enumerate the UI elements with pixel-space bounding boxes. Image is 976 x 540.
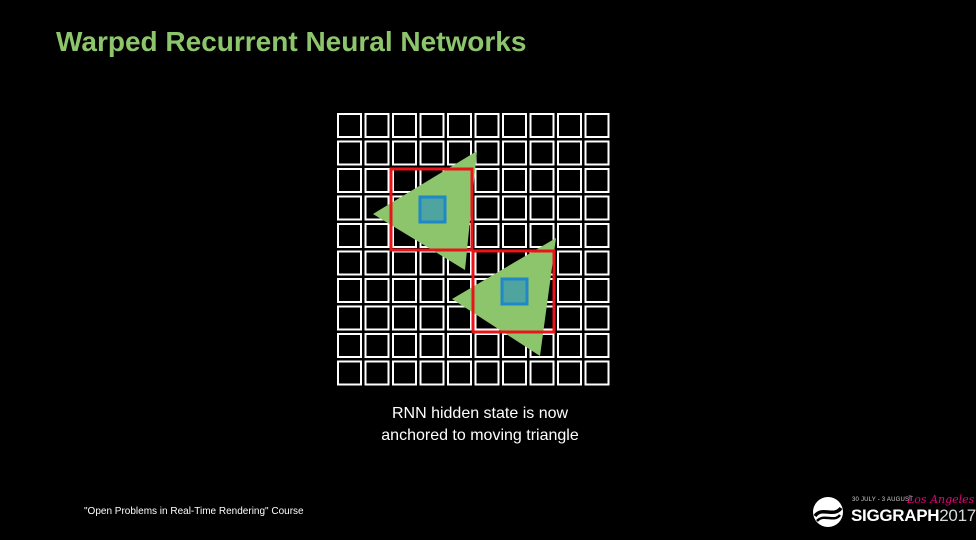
grid-cell — [364, 278, 390, 303]
grid-cell — [557, 278, 582, 303]
grid-cell — [419, 250, 445, 276]
grid-cell — [557, 168, 582, 193]
grid-cell — [364, 113, 390, 138]
grid-cell — [474, 333, 500, 358]
grid-cell — [584, 168, 610, 193]
caption-line-1: RNN hidden state is now — [391, 405, 569, 422]
grid-cell — [392, 305, 417, 331]
grid-cell — [337, 223, 362, 248]
grid-cell — [557, 195, 582, 221]
grid-cell — [584, 140, 610, 166]
grid-cell — [584, 333, 610, 358]
grid-cell — [529, 195, 555, 221]
grid-cell — [584, 113, 610, 138]
grid-cell — [337, 250, 362, 276]
grid-cell — [584, 278, 610, 303]
grid-cell — [584, 195, 610, 221]
grid-cell — [584, 223, 610, 248]
grid-cell — [474, 223, 500, 248]
diagram-caption: RNN hidden state is now anchored to movi… — [330, 403, 630, 447]
grid-cell — [447, 305, 472, 331]
logo-brand: SIGGRAPH — [851, 506, 940, 525]
logo-city: Los Angeles — [907, 493, 975, 506]
grid-cell — [364, 360, 390, 386]
grid-cell — [392, 168, 417, 193]
grid-cell — [529, 168, 555, 193]
grid-cell — [392, 360, 417, 386]
grid-cell — [557, 223, 582, 248]
grid-cell — [529, 360, 555, 386]
grid-cell — [557, 305, 582, 331]
grid-cell — [364, 250, 390, 276]
grid-cell — [419, 140, 445, 166]
grid-cell — [419, 278, 445, 303]
grid-cell — [419, 333, 445, 358]
grid-cell — [502, 360, 527, 386]
grid-cell — [392, 113, 417, 138]
blue-box-upper — [418, 195, 447, 224]
grid-cell — [337, 305, 362, 331]
logo-wordmark: SIGGRAPH2017 — [851, 506, 976, 526]
grid-cell — [337, 168, 362, 193]
grid-cell — [364, 333, 390, 358]
grid-cell — [557, 140, 582, 166]
grid-cell — [447, 113, 472, 138]
grid-cell — [392, 278, 417, 303]
grid-cell — [337, 140, 362, 166]
grid-cell — [392, 333, 417, 358]
grid-cell — [584, 360, 610, 386]
grid-cell — [474, 195, 500, 221]
logo-dates: 30 JULY - 3 AUGUST — [852, 497, 914, 503]
grid-cell — [474, 168, 500, 193]
slide-title: Warped Recurrent Neural Networks — [56, 26, 527, 57]
grid-cell — [474, 113, 500, 138]
grid-cell — [337, 113, 362, 138]
grid-cell — [502, 140, 527, 166]
grid-cell — [529, 113, 555, 138]
grid-cell — [529, 140, 555, 166]
logo-year: 2017 — [939, 506, 976, 525]
grid-cell — [419, 305, 445, 331]
grid-cell — [337, 278, 362, 303]
grid-cell — [364, 168, 390, 193]
grid-cell — [502, 223, 527, 248]
caption-line-2: anchored to moving triangle — [381, 427, 579, 444]
grid-cell — [364, 223, 390, 248]
grid-cell — [364, 140, 390, 166]
grid-cell — [474, 360, 500, 386]
grid-cell — [447, 360, 472, 386]
grid-cell — [502, 113, 527, 138]
grid-cell — [557, 113, 582, 138]
grid-cell — [557, 360, 582, 386]
grid-cell — [419, 360, 445, 386]
grid-cell — [584, 250, 610, 276]
grid-cell — [557, 250, 582, 276]
blue-box-lower — [500, 277, 529, 306]
course-footer: "Open Problems in Real-Time Rendering" C… — [84, 506, 304, 517]
red-box-upper — [389, 167, 474, 252]
siggraph-logo-icon — [813, 497, 843, 527]
grid-cell — [337, 360, 362, 386]
red-box-lower — [471, 249, 556, 334]
grid-cell — [392, 250, 417, 276]
grid-cell — [364, 305, 390, 331]
grid-cell — [419, 113, 445, 138]
grid-cell — [447, 333, 472, 358]
grid-cell — [392, 140, 417, 166]
grid-cell — [502, 168, 527, 193]
grid-cell — [337, 195, 362, 221]
siggraph-logo: 30 JULY - 3 AUGUST Los Angeles SIGGRAPH2… — [810, 493, 976, 530]
grid-cell — [474, 140, 500, 166]
grid-cell — [557, 333, 582, 358]
grid-cell — [337, 333, 362, 358]
grid-cell — [502, 195, 527, 221]
grid-cell — [584, 305, 610, 331]
grid-cell — [474, 250, 500, 276]
